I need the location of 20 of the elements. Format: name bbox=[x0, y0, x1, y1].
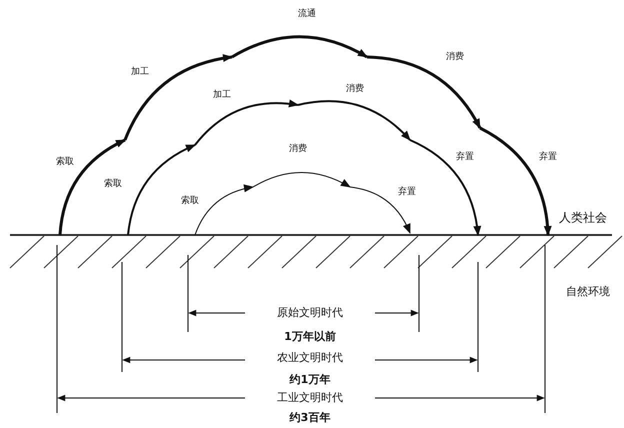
step-label: 消费 bbox=[289, 145, 307, 155]
era-label: 工业文明时代 bbox=[277, 392, 343, 404]
step-label: 弃置 bbox=[539, 153, 557, 163]
step-label: 索取 bbox=[56, 158, 74, 168]
sphere-label: 人类社会 bbox=[559, 211, 607, 225]
step-label: 消费 bbox=[346, 85, 364, 95]
step-label: 流通 bbox=[298, 10, 316, 20]
era-duration: 约1万年 bbox=[290, 374, 330, 386]
step-label: 消费 bbox=[446, 53, 464, 63]
era-duration: 1万年以前 bbox=[284, 330, 336, 344]
step-label: 索取 bbox=[181, 197, 199, 207]
step-label: 索取 bbox=[104, 180, 122, 190]
step-label: 加工 bbox=[131, 68, 149, 78]
step-label: 弃置 bbox=[398, 188, 416, 198]
sphere-label: 自然环境 bbox=[566, 286, 610, 298]
era-label: 农业文明时代 bbox=[277, 352, 343, 364]
step-label: 弃置 bbox=[456, 153, 474, 163]
era-label: 原始文明时代 bbox=[277, 306, 343, 320]
step-label: 加工 bbox=[213, 91, 231, 101]
era-duration: 约3百年 bbox=[290, 412, 330, 424]
